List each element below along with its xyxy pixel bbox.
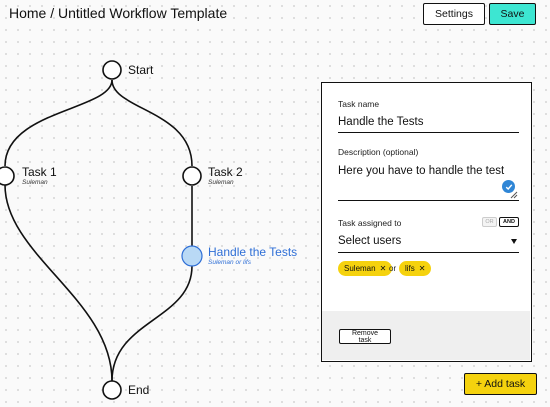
description-textarea[interactable]: Here you have to handle the test [338, 165, 505, 177]
node-task1[interactable] [0, 166, 15, 186]
caret-down-icon [511, 239, 517, 244]
toggle-or[interactable]: OR [482, 217, 497, 227]
save-button[interactable]: Save [489, 3, 536, 25]
assigned-label: Task assigned to [338, 218, 402, 228]
add-task-button[interactable]: + Add task [464, 373, 537, 395]
edge-start-task1 [4, 79, 113, 167]
edge-task3-end [111, 265, 193, 382]
assignee-chip-label: lifs [405, 264, 415, 273]
node-end[interactable] [102, 380, 122, 400]
close-icon[interactable]: ✕ [379, 264, 387, 273]
task-name-underline [338, 132, 519, 133]
toggle-and[interactable]: AND [499, 217, 519, 227]
assignee-chip-label: Suleman [344, 264, 376, 273]
close-icon[interactable]: ✕ [418, 264, 426, 273]
remove-task-button[interactable]: Remove task [339, 329, 391, 344]
workflow-diagram [0, 60, 203, 400]
node-task3-assignee: Suleman or lifs [208, 259, 251, 266]
breadcrumb: Home / Untitled Workflow Template [9, 5, 228, 21]
select-users-dropdown[interactable]: Select users [338, 235, 402, 247]
description-underline [338, 200, 519, 201]
node-task1-assignee: Suleman [22, 179, 48, 186]
task-editor-panel: Task name Handle the Tests Description (… [321, 82, 532, 362]
assignee-chip[interactable]: lifs ✕ [399, 261, 432, 276]
node-start-label: Start [128, 63, 154, 77]
edge-start-task2 [111, 79, 193, 167]
task-name-label: Task name [338, 99, 380, 109]
check-icon [502, 180, 515, 193]
node-task2-label: Task 2 [208, 165, 243, 179]
resize-handle-icon[interactable] [510, 191, 518, 199]
or-separator: or [389, 264, 397, 273]
edge-task1-end [4, 184, 113, 382]
assignee-chip[interactable]: Suleman ✕ [338, 261, 393, 276]
node-end-label: End [128, 383, 150, 397]
node-task3-label: Handle the Tests [208, 245, 298, 259]
node-task1-label: Task 1 [22, 165, 57, 179]
settings-button[interactable]: Settings [423, 3, 485, 25]
node-task2[interactable] [182, 166, 202, 186]
task-name-input[interactable]: Handle the Tests [338, 116, 424, 128]
node-start[interactable] [102, 60, 122, 80]
node-task2-assignee: Suleman [208, 179, 234, 186]
node-task3-selected[interactable] [181, 245, 203, 267]
select-underline [338, 252, 519, 253]
description-label: Description (optional) [338, 147, 419, 157]
